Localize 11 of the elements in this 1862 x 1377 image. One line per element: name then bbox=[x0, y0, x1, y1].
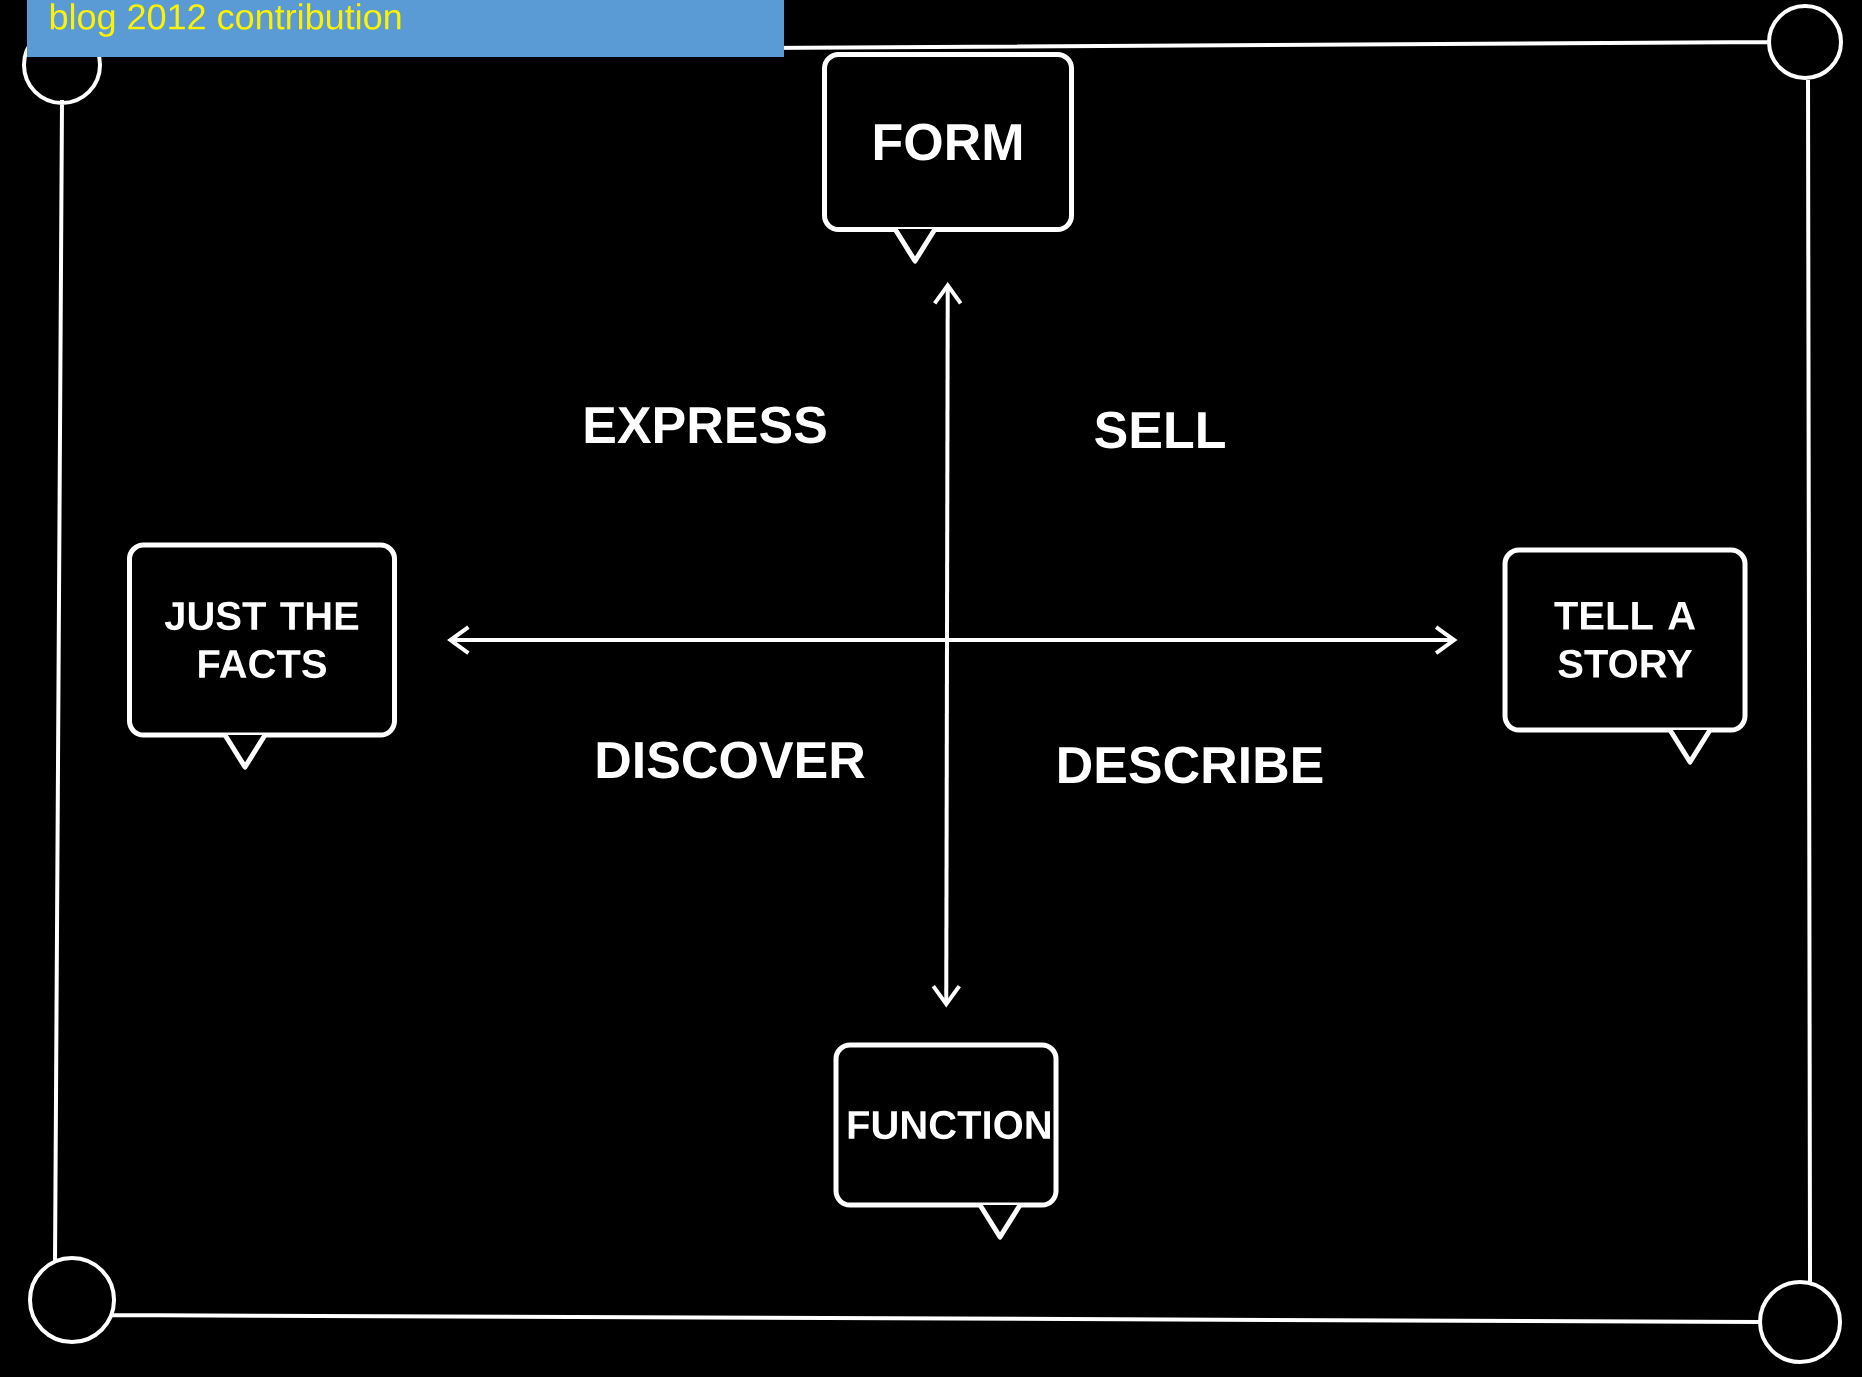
speech-bubble: JUST THE FACTS bbox=[127, 542, 397, 770]
quadrant-label: EXPRESS bbox=[585, 406, 826, 444]
speech-bubble: FUNCTION bbox=[833, 1042, 1059, 1240]
arrow bbox=[447, 625, 1458, 655]
quadrant-label: DISCOVER bbox=[597, 741, 865, 779]
speech-bubble: FORM bbox=[822, 52, 1074, 264]
quadrant-label: SELL bbox=[1095, 411, 1225, 449]
title-banner: blog 2012 contribution bbox=[27, 0, 784, 57]
arrow bbox=[931, 282, 963, 1008]
speech-bubble: TELL A STORY bbox=[1502, 547, 1748, 765]
quadrant-label: DESCRIBE bbox=[1059, 746, 1323, 784]
